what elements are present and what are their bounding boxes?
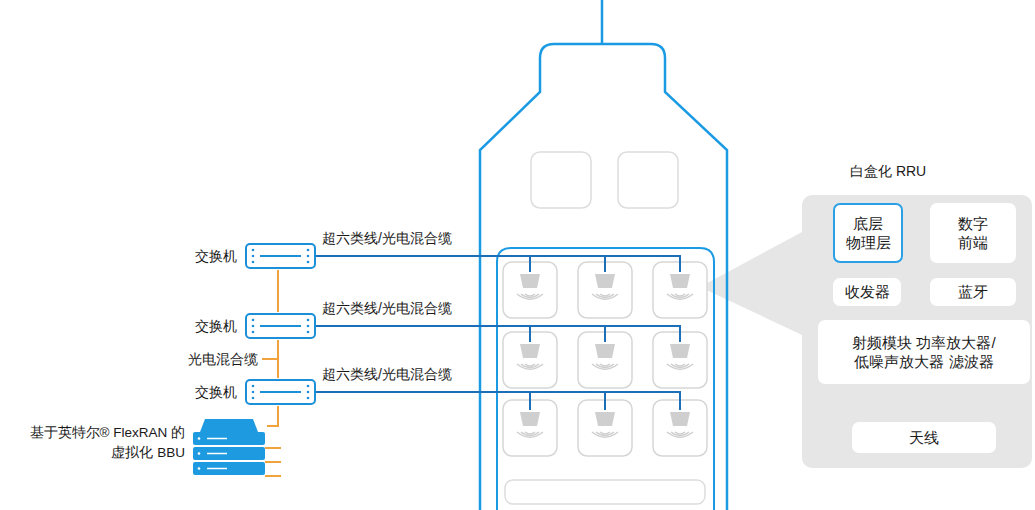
module-box: 射频模块 功率放大器/低噪声放大器 滤波器 bbox=[818, 320, 1030, 384]
bbu-server-icon bbox=[193, 419, 281, 476]
module-label: 数字 前端 bbox=[953, 214, 993, 253]
module-label: 收发器 bbox=[845, 282, 890, 302]
cable-row bbox=[316, 392, 680, 410]
cable-row bbox=[316, 256, 680, 272]
hybrid-cable bbox=[267, 406, 278, 426]
cable-label: 超六类线/光电混合缆 bbox=[322, 366, 452, 383]
bbu-port-cable bbox=[265, 447, 281, 449]
rru-panel: 白盒化 RRU 底层 物理层 数字 前端收发器 蓝牙射频模块 功率放大器/低噪声放大器… bbox=[802, 160, 1032, 468]
module-label: 蓝牙 bbox=[958, 282, 988, 302]
switch-icons bbox=[246, 244, 315, 404]
module-box: 蓝牙 bbox=[930, 278, 1016, 306]
switch-node: 交换机 bbox=[185, 378, 317, 406]
panel-title: 白盒化 RRU bbox=[850, 162, 926, 180]
bbu-node: 基于英特尔® FlexRAN 的 虚拟化 BBU bbox=[5, 414, 267, 472]
hybrid-cable bbox=[277, 270, 279, 312]
callout-wedge bbox=[700, 232, 802, 335]
tower-base-slot bbox=[505, 480, 705, 504]
module-box: 数字 前端 bbox=[930, 203, 1016, 263]
switch-icon bbox=[246, 314, 315, 338]
module-box: 底层 物理层 bbox=[833, 203, 903, 263]
module-box: 天线 bbox=[852, 422, 996, 453]
switch-node: 交换机 bbox=[185, 242, 317, 270]
cable-label: 光电混合缆 bbox=[188, 351, 258, 368]
tower-body bbox=[480, 44, 727, 510]
node-label: 交换机 bbox=[185, 317, 237, 335]
cable-label: 超六类线/光电混合缆 bbox=[322, 230, 452, 247]
switch-icon bbox=[246, 380, 315, 404]
rru-icons bbox=[503, 262, 707, 456]
cable-label: 超六类线/光电混合缆 bbox=[322, 300, 452, 317]
node-label: 交换机 bbox=[185, 383, 237, 401]
module-label: 底层 物理层 bbox=[843, 214, 893, 253]
cat6-cables bbox=[316, 256, 680, 410]
tower-antenna bbox=[601, 0, 604, 44]
switch-icon bbox=[246, 244, 315, 268]
tower-bay bbox=[497, 248, 714, 510]
label-tick bbox=[262, 358, 278, 360]
switch-node: 交换机 bbox=[185, 312, 317, 340]
module-label: 天线 bbox=[909, 428, 939, 448]
cable-row bbox=[316, 326, 680, 342]
node-label: 交换机 bbox=[185, 247, 237, 265]
bbu-port-cable bbox=[265, 475, 281, 477]
bbu-port-cable bbox=[265, 461, 281, 463]
module-label: 射频模块 功率放大器/低噪声放大器 滤波器 bbox=[826, 333, 1022, 372]
tower-window bbox=[531, 152, 591, 208]
node-label: 基于英特尔® FlexRAN 的 虚拟化 BBU bbox=[5, 423, 185, 462]
tower-window bbox=[618, 152, 678, 208]
module-box: 收发器 bbox=[833, 278, 901, 306]
